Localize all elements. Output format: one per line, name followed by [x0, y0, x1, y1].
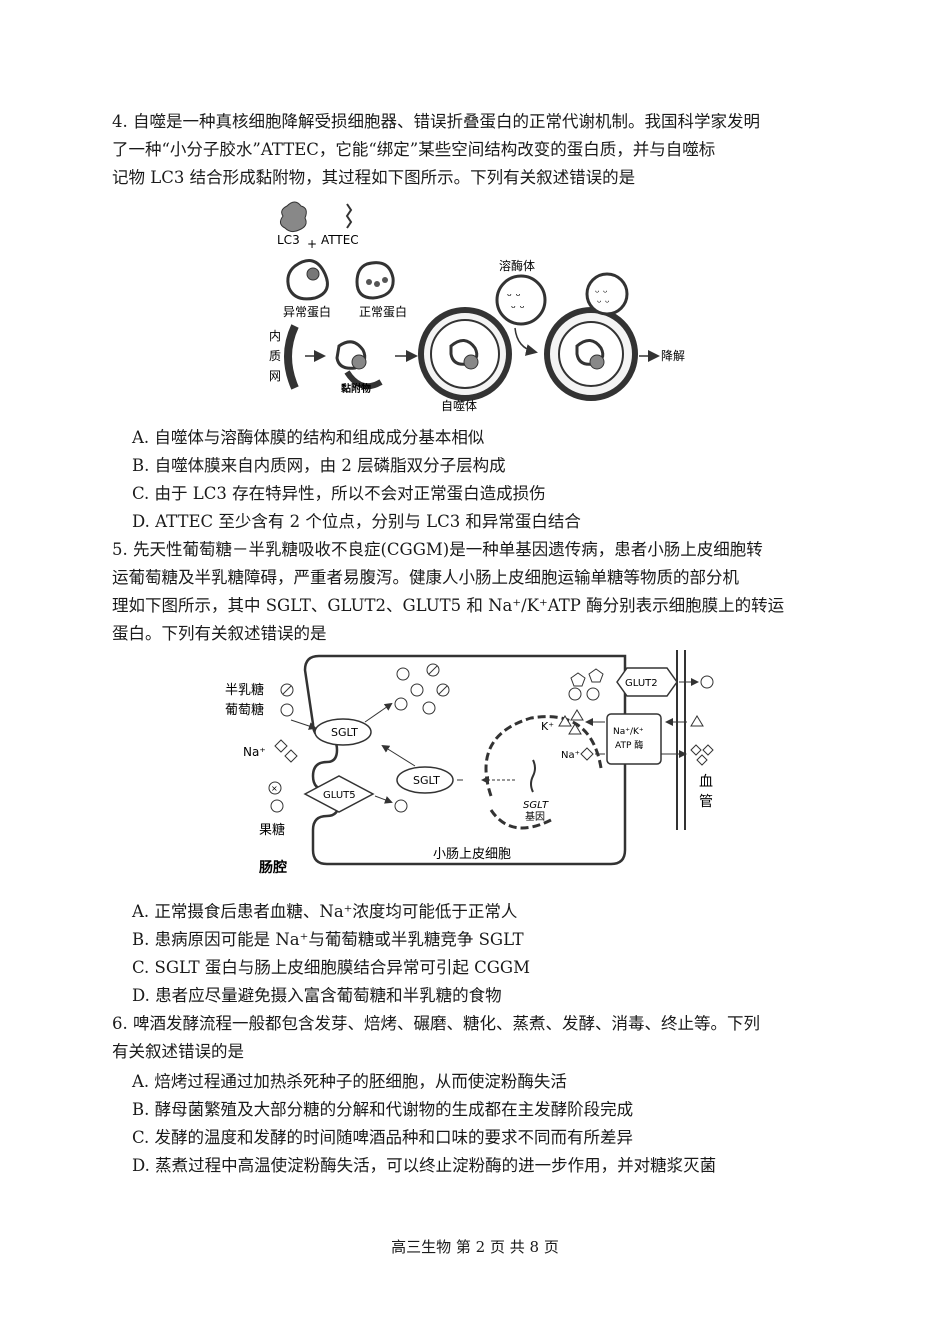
label-glut5: GLUT5	[323, 790, 356, 801]
er-membrane-icon	[284, 324, 299, 390]
q5-option-b: B. 患病原因可能是 Na⁺与葡萄糖或半乳糖竞争 SGLT	[132, 930, 524, 949]
label-normal-protein: 正常蛋白	[359, 304, 407, 319]
q5-line-2: 运葡萄糖及半乳糖障碍，严重者易腹泻。健康人小肠上皮细胞运输单糖等物质的部分机	[112, 568, 739, 587]
label-adhesion: 黏附物	[341, 382, 371, 395]
autophagy-diagram: LC3 + ATTEC 异常蛋白 正常蛋白 内 质 网 黏附物 自噬体 溶酶体 …	[269, 201, 685, 413]
label-glut2: GLUT2	[625, 678, 658, 689]
label-glucose: 葡萄糖	[225, 702, 264, 718]
label-vessel-2: 管	[699, 794, 713, 810]
glut5-transporter	[303, 775, 375, 813]
abnormal-protein-icon	[286, 259, 329, 301]
label-sglt-2: SGLT	[413, 774, 440, 787]
q5-option-c: C. SGLT 蛋白与肠上皮细胞膜结合异常可引起 CGGM	[132, 958, 530, 977]
q6-option-a: A. 焙烤过程通过加热杀死种子的胚细胞，从而使淀粉酶失活	[132, 1072, 567, 1091]
label-fructose: 果糖	[259, 822, 285, 838]
q5-line-4: 蛋白。下列有关叙述错误的是	[112, 624, 327, 643]
label-attec: ATTEC	[321, 233, 359, 247]
q5-option-a: A. 正常摄食后患者血糖、Na⁺浓度均可能低于正常人	[132, 902, 518, 921]
label-er-2: 质	[269, 349, 281, 363]
q4-option-a: A. 自噬体与溶酶体膜的结构和组成成分基本相似	[132, 428, 485, 447]
label-autophagosome: 自噬体	[441, 398, 477, 413]
sglt-vesicle	[396, 766, 454, 794]
label-galactose: 半乳糖	[225, 682, 264, 698]
q6-line-1: 6. 啤酒发酵流程一般都包含发芽、焙烤、碾磨、糖化、蒸煮、发酵、消毒、终止等。下…	[112, 1014, 760, 1033]
q5-line-3: 理如下图所示，其中 SGLT、GLUT2、GLUT5 和 Na⁺/K⁺ATP 酶…	[112, 596, 785, 615]
label-plus: +	[307, 237, 317, 251]
label-lc3: LC3	[277, 233, 300, 247]
lysosome-2-icon: ᵕ ᵕ ᵕ ᵕ	[585, 272, 629, 316]
attec-molecule-icon	[345, 203, 353, 229]
na-k-atpase-pump	[606, 713, 662, 765]
label-cell: 小肠上皮细胞	[433, 847, 511, 862]
label-lysosome: 溶酶体	[499, 258, 535, 273]
autolysosome-icon	[544, 307, 638, 401]
lysosome-icon: ᵕ ᵕ ᵕ ᵕ	[495, 274, 547, 326]
q6-option-d: D. 蒸煮过程中高温使淀粉酶失活，可以终止淀粉酶的进一步作用，并对糖浆灭菌	[132, 1156, 717, 1175]
sglt-transporter	[314, 718, 372, 746]
label-gene-1: SGLT	[523, 800, 549, 811]
q6-option-c: C. 发酵的温度和发酵的时间随啤酒品种和口味的要求不同而有所差异	[132, 1128, 634, 1147]
label-pump-1: Na⁺/K⁺	[613, 727, 644, 737]
label-degrade: 降解	[661, 349, 685, 363]
q4-option-d: D. ATTEC 至少含有 2 个位点，分别与 LC3 和异常蛋白结合	[132, 512, 581, 531]
label-na: Na⁺	[243, 745, 266, 759]
svg-text:ᵕ ᵕ: ᵕ ᵕ	[597, 296, 610, 309]
label-pump-2: ATP 酶	[615, 739, 643, 751]
label-gene-2: 基因	[525, 810, 545, 823]
gene-icon	[530, 759, 536, 793]
svg-text:ᵕ ᵕ: ᵕ ᵕ	[595, 286, 608, 299]
er-icon	[484, 715, 603, 797]
q6-line-2: 有关叙述错误的是	[112, 1042, 244, 1061]
q5-line-1: 5. 先天性葡萄糖－半乳糖吸收不良症(CGGM)是一种单基因遗传病，患者小肠上皮…	[112, 540, 763, 559]
glut2-transporter	[616, 667, 678, 697]
q4-option-b: B. 自噬体膜来自内质网，由 2 层磷脂双分子层构成	[132, 456, 506, 475]
q4-line-3: 记物 LC3 结合形成黏附物，其过程如下图所示。下列有关叙述错误的是	[112, 168, 636, 187]
q4-option-c: C. 由于 LC3 存在特异性，所以不会对正常蛋白造成损伤	[132, 484, 546, 503]
label-abnormal-protein: 异常蛋白	[283, 304, 331, 319]
arrow-lysosome-fusion	[514, 327, 538, 356]
label-lumen: 肠腔	[259, 859, 287, 876]
intracellular-sugars-icon	[394, 663, 450, 715]
autophagosome-icon	[418, 307, 512, 401]
adhesion-complex-icon	[335, 340, 367, 370]
q5-option-d: D. 患者应尽量避免摄入富含葡萄糖和半乳糖的食物	[132, 986, 502, 1005]
label-sglt: SGLT	[331, 726, 358, 739]
q4-line-2: 了一种“小分子胶水”ATTEC，它能“绑定”某些空间结构改变的蛋白质，并与自噬标	[112, 140, 716, 159]
svg-text:×: ×	[271, 784, 278, 793]
svg-text:ᵕ ᵕ: ᵕ ᵕ	[511, 301, 525, 315]
label-na-2: Na⁺	[561, 750, 580, 761]
lc3-molecule-icon	[279, 201, 307, 233]
svg-text:ᵕ ᵕ: ᵕ ᵕ	[507, 289, 521, 303]
label-k: K⁺	[541, 720, 554, 733]
q6-option-b: B. 酵母菌繁殖及大部分糖的分解和代谢物的生成都在主发酵阶段完成	[132, 1100, 634, 1119]
page-footer: 高三生物 第 2 页 共 8 页	[391, 1238, 559, 1256]
normal-protein-icon	[355, 261, 395, 300]
label-vessel-1: 血	[699, 774, 713, 790]
glucose-transport-diagram: 血 管 半乳糖 葡萄糖 Na⁺ SGLT GLUT5 × 果糖 肠腔 SGLT …	[225, 650, 714, 876]
q4-line-1: 4. 自噬是一种真核细胞降解受损细胞器、错误折叠蛋白的正常代谢机制。我国科学家发…	[112, 112, 760, 131]
label-er-3: 网	[269, 369, 281, 383]
label-er-1: 内	[269, 329, 281, 343]
